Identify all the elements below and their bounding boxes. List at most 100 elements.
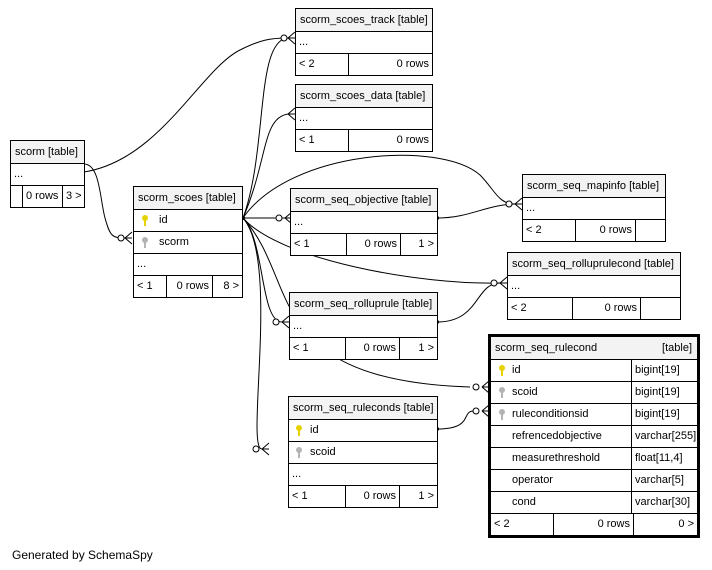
more-columns: ... bbox=[299, 36, 309, 48]
row-count: 0 rows bbox=[166, 276, 212, 297]
parent-count: < 1 bbox=[299, 134, 315, 146]
table-scorm-scoes-track[interactable]: scorm_scoes_track[table] ... < 2 0 rows bbox=[295, 8, 433, 76]
more-columns: ... bbox=[14, 168, 24, 180]
column-type: varchar[30] bbox=[631, 492, 697, 513]
divider bbox=[22, 186, 23, 207]
edge-scoes-mapinfo bbox=[242, 154, 516, 219]
more-columns: ... bbox=[294, 216, 304, 228]
more-columns: ... bbox=[137, 258, 147, 270]
child-count: 1 > bbox=[400, 234, 437, 255]
edge-rolluprule-rolluprulecond bbox=[436, 282, 501, 323]
child-count: 0 > bbox=[633, 514, 697, 535]
column-type: bigint[19] bbox=[631, 360, 697, 381]
more-columns: ... bbox=[526, 202, 536, 214]
row-count: 0 rows bbox=[346, 234, 400, 255]
table-row: scoid bigint[19] bbox=[491, 382, 697, 404]
primary-key-icon bbox=[499, 365, 505, 376]
table-kind: [table] bbox=[402, 298, 433, 310]
edge-scoes-rolluprulecond bbox=[242, 217, 501, 284]
edge-objective-mapinfo bbox=[436, 203, 516, 219]
table-scorm-scoes-data[interactable]: scorm_scoes_data[table] ... < 1 0 rows bbox=[295, 84, 433, 152]
table-kind: [table] bbox=[629, 180, 660, 192]
table-scorm-seq-mapinfo[interactable]: scorm_seq_mapinfo[table] ... < 2 0 rows bbox=[522, 174, 666, 242]
column-name: ruleconditionsid bbox=[512, 408, 589, 420]
table-scorm-seq-objective[interactable]: scorm_seq_objective[table] ... < 1 0 row… bbox=[290, 188, 438, 256]
table-name: scorm_seq_mapinfo bbox=[527, 180, 627, 192]
table-kind: [table] bbox=[644, 258, 674, 270]
edge-scorm-track bbox=[83, 37, 289, 173]
parent-count: < 1 bbox=[292, 490, 308, 502]
column-type: bigint[19] bbox=[631, 382, 697, 403]
row-count: 0 rows bbox=[572, 298, 640, 319]
parent-count: < 2 bbox=[526, 224, 542, 236]
more-columns: ... bbox=[299, 112, 309, 124]
table-kind: [table] bbox=[397, 14, 428, 26]
foreign-key-icon bbox=[142, 237, 148, 248]
optional-circle-markers bbox=[117, 34, 513, 453]
edge-scoes-track bbox=[242, 37, 289, 219]
table-name: scorm_seq_objective bbox=[295, 194, 399, 206]
column-id: id bbox=[159, 214, 168, 226]
more-columns: ... bbox=[293, 320, 303, 332]
row-count: 0 rows bbox=[348, 54, 432, 75]
table-scorm-scoes[interactable]: scorm_scoes[table] id scorm ... < 1 0 ro… bbox=[133, 186, 243, 298]
table-kind: [table] bbox=[395, 90, 426, 102]
table-kind: [table] bbox=[47, 146, 78, 158]
table-name: scorm_seq_rulecond bbox=[495, 342, 598, 354]
child-count-empty bbox=[640, 298, 680, 319]
table-kind: [table] bbox=[662, 342, 692, 354]
table-row: cond varchar[30] bbox=[491, 492, 697, 514]
child-count: 3 > bbox=[62, 186, 84, 207]
column-name: measurethreshold bbox=[512, 452, 601, 464]
table-name: scorm_seq_ruleconds bbox=[293, 402, 401, 414]
table-kind: [table] bbox=[205, 192, 236, 204]
edge-scorm-scoes bbox=[83, 163, 126, 239]
row-count: 0 rows bbox=[575, 220, 635, 241]
foreign-key-icon bbox=[499, 409, 505, 420]
more-columns: ... bbox=[511, 280, 521, 292]
row-count: 0 rows bbox=[345, 486, 399, 507]
column-name: cond bbox=[512, 496, 536, 508]
table-name: scorm_scoes_data bbox=[300, 90, 393, 102]
child-count-empty bbox=[635, 220, 665, 241]
column-name: id bbox=[512, 364, 521, 376]
column-scorm: scorm bbox=[159, 236, 189, 248]
child-count: 1 > bbox=[399, 486, 437, 507]
parent-count: < 2 bbox=[511, 302, 527, 314]
more-columns: ... bbox=[292, 468, 302, 480]
table-scorm-seq-rolluprule[interactable]: scorm_seq_rolluprule[table] ... < 1 0 ro… bbox=[289, 292, 438, 360]
child-count: 1 > bbox=[399, 338, 437, 359]
edge-ruleconds-rulecond bbox=[436, 410, 476, 430]
table-scorm-seq-rolluprulecond[interactable]: scorm_seq_rolluprulecond[table] ... < 2 … bbox=[507, 252, 681, 320]
parent-count: < 1 bbox=[137, 280, 153, 292]
column-name: scoid bbox=[512, 386, 538, 398]
parent-count: < 2 bbox=[494, 518, 510, 530]
foreign-key-icon bbox=[499, 387, 505, 398]
table-name: scorm_scoes bbox=[138, 192, 203, 204]
table-row: measurethreshold float[11,4] bbox=[491, 448, 697, 470]
edge-scoes-data bbox=[242, 113, 289, 219]
parent-count: < 1 bbox=[294, 238, 310, 250]
row-count: 0 rows bbox=[345, 338, 399, 359]
table-scorm[interactable]: scorm[table] ... 0 rows 3 > bbox=[10, 140, 85, 208]
table-row: id bigint[19] bbox=[491, 360, 697, 382]
foreign-key-icon bbox=[296, 447, 302, 458]
table-name: scorm_seq_rolluprulecond bbox=[512, 258, 642, 270]
row-count: 0 rows bbox=[553, 514, 633, 535]
child-count: 8 > bbox=[212, 276, 242, 297]
parent-count: < 1 bbox=[293, 342, 309, 354]
row-count: 0 rows bbox=[348, 130, 432, 151]
table-kind: [table] bbox=[403, 402, 434, 414]
column-type: float[11,4] bbox=[631, 448, 697, 469]
primary-key-icon bbox=[142, 215, 148, 226]
row-count: 0 rows bbox=[26, 190, 59, 202]
table-kind: [table] bbox=[401, 194, 432, 206]
table-scorm-seq-ruleconds[interactable]: scorm_seq_ruleconds[table] id scoid ... … bbox=[288, 396, 438, 508]
table-name: scorm_seq_rolluprule bbox=[294, 298, 400, 310]
column-id: id bbox=[310, 424, 319, 436]
column-type: varchar[5] bbox=[631, 470, 697, 491]
